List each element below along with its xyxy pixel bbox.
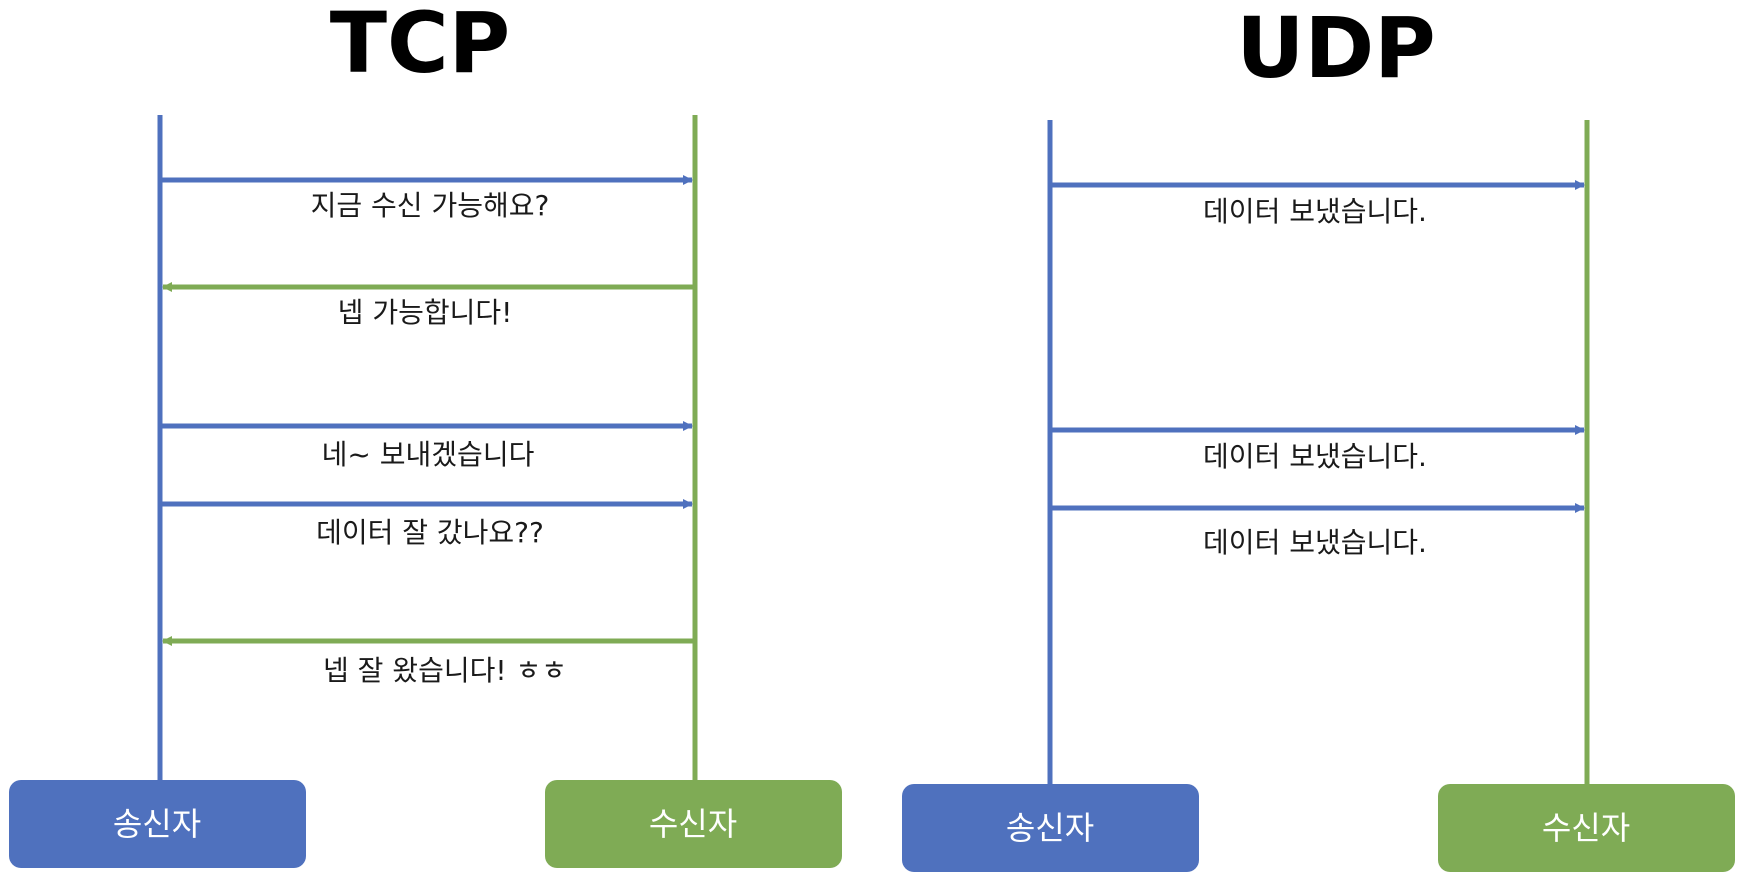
tcp-sender-label: 송신자: [113, 805, 201, 843]
tcp-title: TCP: [330, 0, 511, 92]
tcp-panel: TCP 지금 수신 가능해요? 넵 가능합니다! 네~ 보내겠습니다 데이터 잘…: [9, 0, 842, 868]
udp-sender-label: 송신자: [1006, 809, 1094, 847]
udp-message-label-2: 데이터 보냈습니다.: [1203, 440, 1427, 473]
tcp-message-label-3: 네~ 보내겠습니다: [322, 438, 535, 471]
tcp-message-label-5: 넵 잘 왔습니다! ㅎㅎ: [323, 654, 567, 687]
udp-message-3: 데이터 보냈습니다.: [1050, 503, 1585, 559]
tcp-message-5: 넵 잘 왔습니다! ㅎㅎ: [162, 636, 695, 687]
udp-panel: UDP 데이터 보냈습니다. 데이터 보냈습니다. 데이터 보냈습니다. 송신자…: [902, 0, 1735, 872]
udp-message-label-3: 데이터 보냈습니다.: [1203, 526, 1427, 559]
tcp-message-label-1: 지금 수신 가능해요?: [311, 189, 550, 222]
udp-message-1: 데이터 보냈습니다.: [1050, 180, 1585, 228]
udp-title: UDP: [1236, 0, 1436, 97]
tcp-message-4: 데이터 잘 갔나요??: [160, 499, 693, 549]
udp-receiver-box: 수신자: [1438, 784, 1735, 872]
tcp-sender-box: 송신자: [9, 780, 306, 868]
udp-message-label-1: 데이터 보냈습니다.: [1203, 195, 1427, 228]
tcp-message-2: 넵 가능합니다!: [162, 282, 695, 329]
udp-receiver-label: 수신자: [1542, 809, 1630, 847]
tcp-receiver-label: 수신자: [649, 805, 737, 843]
tcp-receiver-box: 수신자: [545, 780, 842, 868]
tcp-message-3: 네~ 보내겠습니다: [160, 421, 693, 471]
udp-message-2: 데이터 보냈습니다.: [1050, 425, 1585, 473]
udp-sender-box: 송신자: [902, 784, 1199, 872]
tcp-message-label-4: 데이터 잘 갔나요??: [316, 516, 544, 549]
tcp-message-label-2: 넵 가능합니다!: [338, 296, 513, 329]
tcp-message-1: 지금 수신 가능해요?: [160, 175, 693, 222]
